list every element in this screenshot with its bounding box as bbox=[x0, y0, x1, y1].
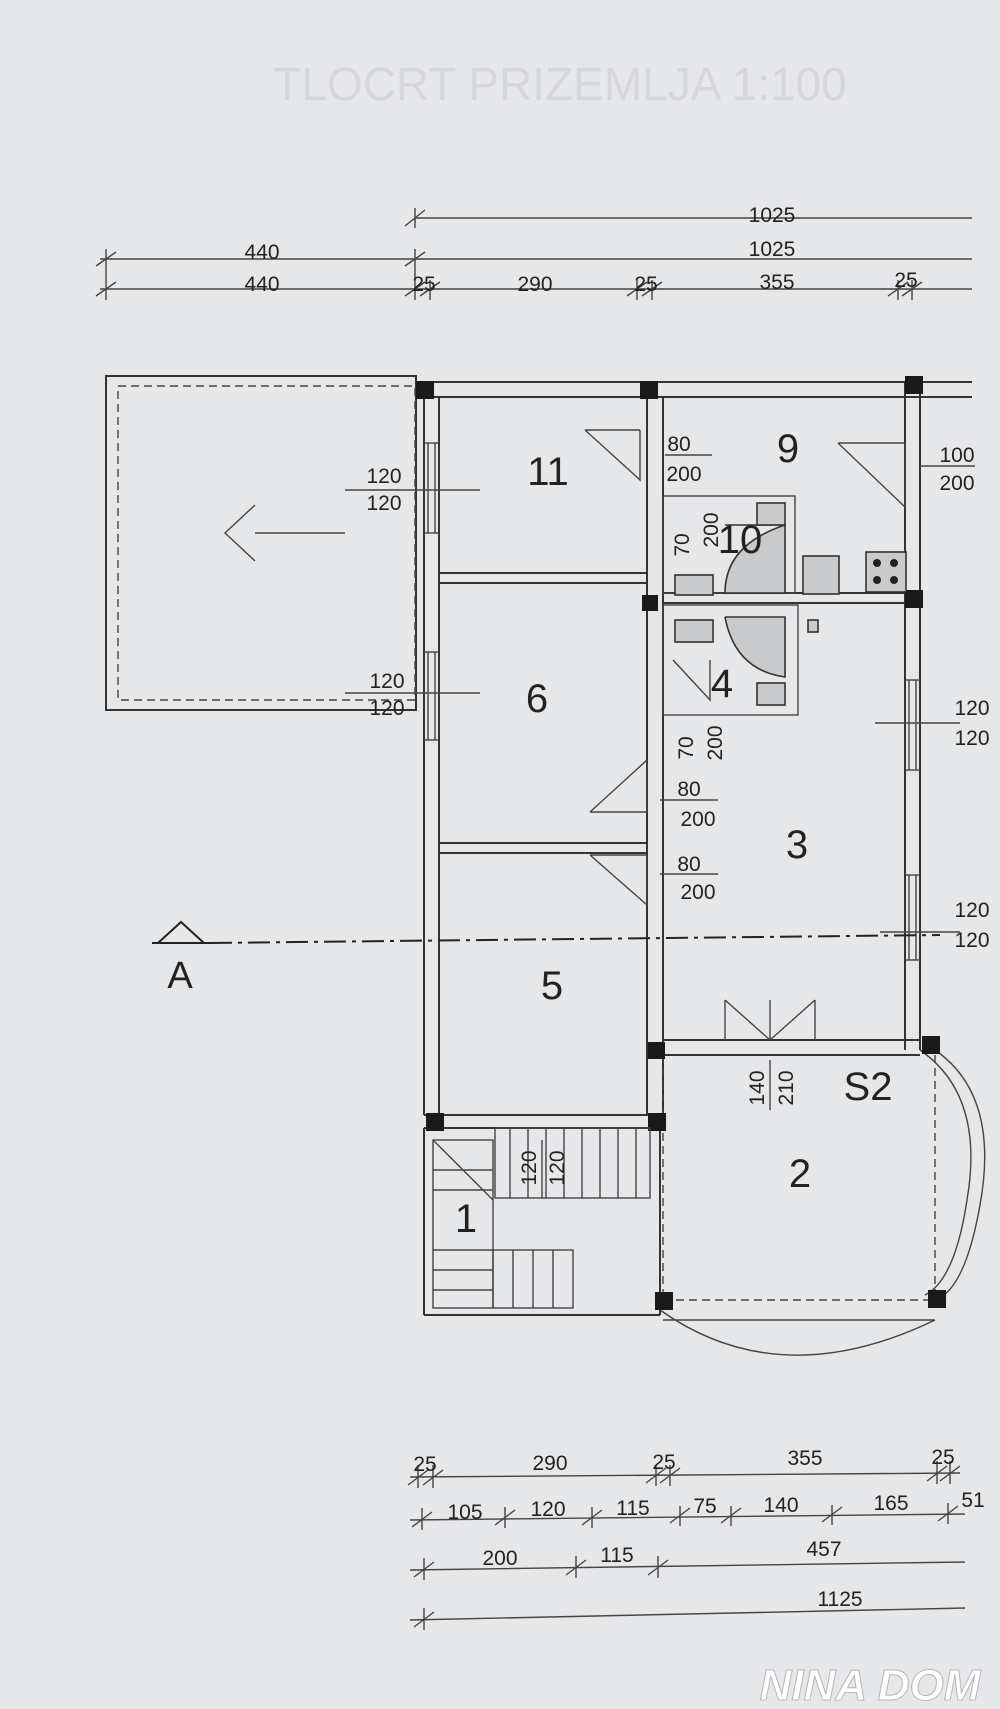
dim-top-1025b: 1025 bbox=[749, 238, 796, 261]
door-6-h: 200 bbox=[680, 808, 715, 831]
door-swings bbox=[584, 429, 906, 1041]
win-3b-w: 120 bbox=[954, 899, 989, 922]
dim-bot-75: 75 bbox=[693, 1495, 716, 1518]
dim-bot-51: 51 bbox=[961, 1489, 984, 1512]
door-2-h: 210 bbox=[775, 1070, 798, 1105]
door-10-w: 70 bbox=[671, 533, 694, 556]
dim-top-1025a: 1025 bbox=[749, 204, 796, 227]
room-9: 9 bbox=[777, 427, 799, 471]
bottom-dimensions: 25 290 25 355 25 105 120 115 75 140 165 … bbox=[407, 1446, 985, 1630]
dim-top-440a: 440 bbox=[244, 241, 279, 264]
dim-bot-105: 105 bbox=[447, 1501, 482, 1524]
dim-bot-140: 140 bbox=[763, 1494, 798, 1517]
win-11-h: 120 bbox=[366, 492, 401, 515]
building-walls bbox=[423, 381, 986, 1356]
win-6-h: 120 bbox=[369, 697, 404, 720]
dim-top-355: 355 bbox=[759, 271, 794, 294]
win-3b-h: 120 bbox=[954, 929, 989, 952]
room-6: 6 bbox=[526, 677, 548, 721]
dim-bot-200: 200 bbox=[482, 1547, 517, 1570]
door-5-w: 80 bbox=[677, 853, 700, 876]
room-4: 4 bbox=[711, 662, 733, 706]
win-3a-w: 120 bbox=[954, 697, 989, 720]
room-1: 1 bbox=[455, 1197, 477, 1241]
room-11: 11 bbox=[527, 450, 569, 494]
win-3a-h: 120 bbox=[954, 727, 989, 750]
door-9-w: 100 bbox=[939, 444, 974, 467]
dim-bot-120: 120 bbox=[530, 1498, 565, 1521]
terrace bbox=[105, 375, 417, 711]
room-5: 5 bbox=[541, 964, 563, 1008]
room-10: 10 bbox=[718, 518, 763, 562]
sanitary-fixtures bbox=[674, 502, 907, 706]
door-9-h: 200 bbox=[939, 472, 974, 495]
dim-top-25b: 25 bbox=[634, 273, 657, 296]
win-11-w: 120 bbox=[366, 465, 401, 488]
room-labels: 1 2 3 4 5 6 9 10 11 S2 bbox=[455, 427, 893, 1241]
plan-title: TLOCRT PRIZEMLJA 1:100 bbox=[273, 58, 847, 110]
dim-top-25a: 25 bbox=[412, 273, 435, 296]
dim-bot-115a: 115 bbox=[616, 1497, 649, 1520]
top-dimensions: 1025 440 1025 440 25 290 25 355 25 bbox=[95, 204, 972, 300]
dim-bot-165: 165 bbox=[873, 1492, 908, 1515]
dim-bot-115b: 115 bbox=[600, 1544, 633, 1567]
door-11-h: 200 bbox=[666, 463, 701, 486]
door-4-h: 200 bbox=[704, 725, 727, 760]
dim-top-25c: 25 bbox=[894, 269, 917, 292]
opening-labels: 120 120 120 120 80 200 100 200 70 200 70… bbox=[366, 433, 990, 1198]
room-2: 2 bbox=[789, 1152, 811, 1196]
watermark-logo: NINA DOM bbox=[760, 1661, 982, 1709]
door-6-w: 80 bbox=[677, 778, 700, 801]
door-5-h: 200 bbox=[680, 881, 715, 904]
stair-h: 120 bbox=[546, 1150, 569, 1185]
dim-top-440b: 440 bbox=[244, 273, 279, 296]
room-3: 3 bbox=[786, 823, 808, 867]
dim-bot-355: 355 bbox=[787, 1447, 822, 1470]
section-label: A bbox=[167, 955, 193, 997]
door-11-w: 80 bbox=[667, 433, 690, 456]
dim-bot-25b: 25 bbox=[652, 1451, 675, 1474]
door-2-w: 140 bbox=[746, 1070, 769, 1105]
door-10-h: 200 bbox=[700, 512, 723, 547]
dim-bot-25c: 25 bbox=[931, 1446, 954, 1469]
dim-top-290: 290 bbox=[517, 273, 552, 296]
dim-bot-1125: 1125 bbox=[817, 1588, 862, 1611]
windows bbox=[345, 442, 960, 961]
dim-bot-457: 457 bbox=[806, 1538, 841, 1561]
structural-columns bbox=[416, 376, 946, 1310]
dim-bot-25a: 25 bbox=[413, 1453, 436, 1476]
room-s2: S2 bbox=[844, 1065, 893, 1109]
stair-w: 120 bbox=[518, 1150, 541, 1185]
door-4-w: 70 bbox=[675, 736, 698, 759]
staircase bbox=[432, 1127, 651, 1309]
dim-bot-290: 290 bbox=[532, 1452, 567, 1475]
win-6-w: 120 bbox=[369, 670, 404, 693]
section-line-a bbox=[152, 920, 941, 944]
